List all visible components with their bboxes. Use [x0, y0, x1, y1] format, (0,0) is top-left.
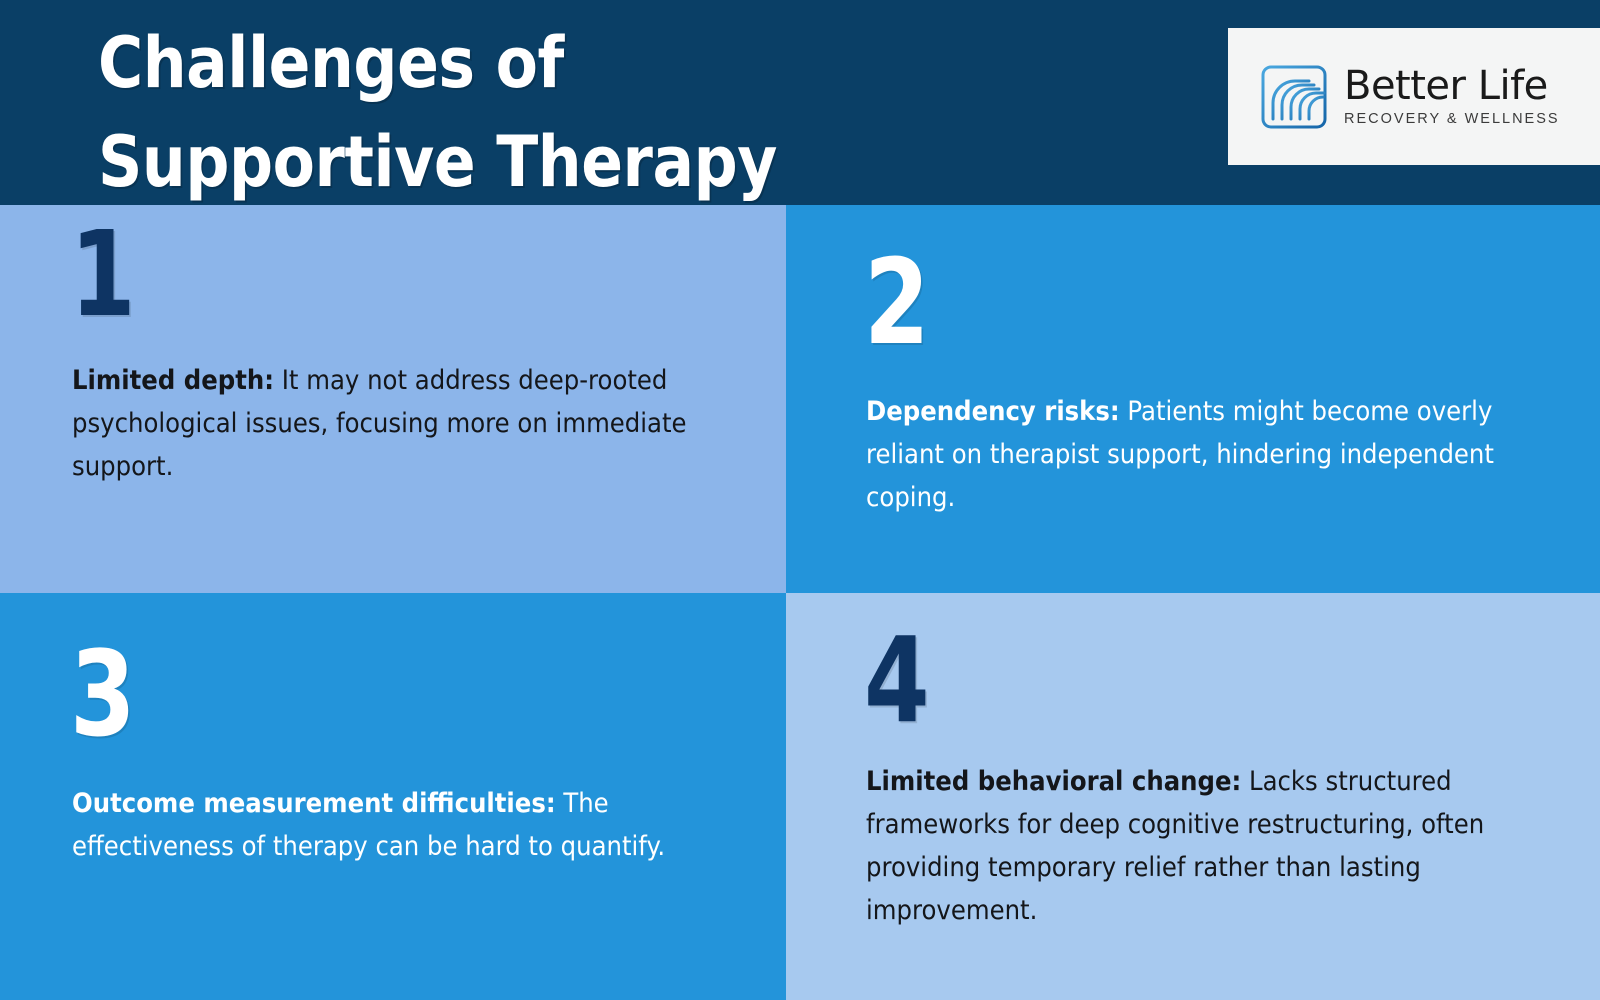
page-title: Challenges of Supportive Therapy	[98, 22, 777, 204]
card-detail-2: Patients might become overly reliant on …	[866, 396, 1494, 513]
brand-logo: Better Life RECOVERY & WELLNESS	[1228, 28, 1600, 165]
card-text-3: Outcome measurement difficulties: The ef…	[72, 783, 753, 869]
card-lead-4: Limited behavioral change:	[866, 766, 1242, 797]
card-detail-4: Lacks structured frameworks for deep cog…	[866, 766, 1485, 926]
challenge-card-4: 4 Limited behavioral change: Lacks struc…	[786, 593, 1600, 1000]
brand-text-block: Better Life RECOVERY & WELLNESS	[1344, 66, 1560, 126]
challenge-card-3: 3 Outcome measurement difficulties: The …	[0, 593, 786, 1000]
challenge-card-1: 1 Limited depth: It may not address deep…	[0, 205, 786, 593]
card-number-3: 3	[70, 625, 136, 763]
card-lead-2: Dependency risks:	[866, 396, 1120, 427]
layered-wave-icon	[1258, 65, 1330, 131]
card-text-2: Dependency risks: Patients might become …	[866, 391, 1547, 520]
brand-tagline: RECOVERY & WELLNESS	[1344, 111, 1560, 128]
card-lead-3: Outcome measurement difficulties:	[72, 788, 556, 819]
card-lead-1: Limited depth:	[72, 365, 274, 396]
brand-name: Better Life	[1344, 63, 1548, 110]
card-number-4: 4	[864, 611, 930, 749]
challenge-card-2: 2 Dependency risks: Patients might becom…	[786, 205, 1600, 593]
card-detail-3: The effectiveness of therapy can be hard…	[72, 788, 666, 862]
card-text-4: Limited behavioral change: Lacks structu…	[866, 761, 1593, 933]
card-detail-1: It may not address deep-rooted psycholog…	[72, 365, 687, 482]
challenge-grid: 1 Limited depth: It may not address deep…	[0, 205, 1600, 1000]
header-bar: Challenges of Supportive Therapy	[0, 0, 1600, 205]
card-number-1: 1	[70, 205, 136, 343]
card-text-1: Limited depth: It may not address deep-r…	[72, 360, 753, 489]
card-number-2: 2	[864, 233, 930, 371]
